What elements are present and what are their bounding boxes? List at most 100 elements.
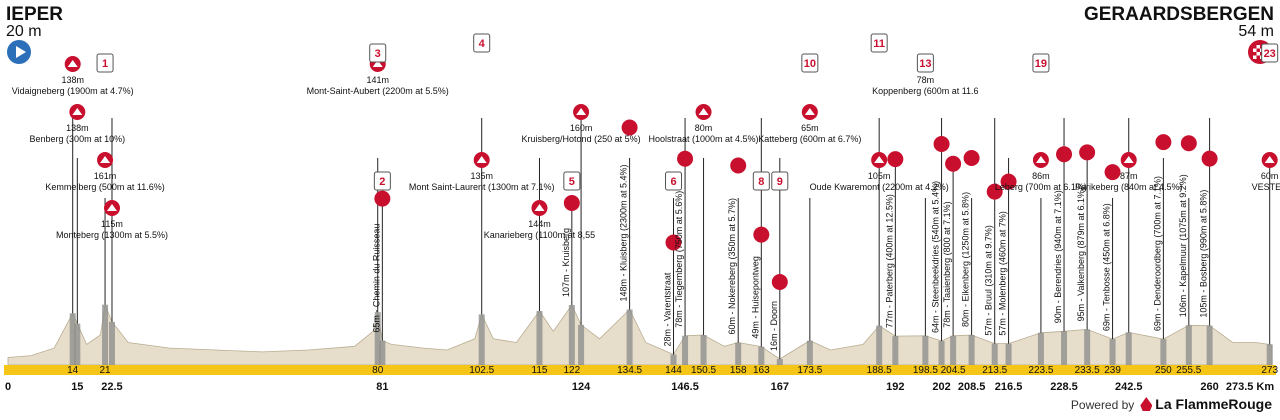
km-tick-top: 14 — [67, 365, 79, 376]
climb-altitude: 115m — [101, 219, 123, 229]
mountain-pin-icon — [986, 183, 1003, 200]
climb-bar — [1061, 331, 1068, 365]
climb-bar — [892, 336, 899, 365]
finish-town-name: GERAARDSBERGEN — [1083, 4, 1274, 25]
finish-altitude: 54 m — [1238, 23, 1274, 40]
km-tick-bottom: 202 — [932, 381, 950, 393]
climb-bar — [700, 335, 707, 365]
km-tick-top: 198.5 — [913, 365, 938, 376]
climb-label-vertical: 28m - Varentstraat — [663, 272, 673, 346]
climb-bar — [1125, 332, 1132, 365]
climb-bar — [374, 312, 381, 365]
mountain-pin-icon — [665, 234, 682, 251]
climb-bar — [568, 305, 575, 365]
km-tick-top: 115 — [532, 365, 548, 376]
km-tick-bottom: 192 — [886, 381, 904, 393]
total-distance-label: 273.5 Km — [1226, 381, 1275, 393]
climb-bar — [806, 340, 813, 365]
climb-bar — [74, 323, 81, 365]
sector-number: 23 — [1264, 48, 1276, 60]
mountain-glyph-icon — [372, 60, 383, 67]
climb-altitude: 86m — [1032, 171, 1050, 181]
climb-label-vertical: 148m - Kluisberg (2300m at 5.4%) — [619, 164, 629, 301]
climb-label: Benberg (300m at 10%) — [30, 134, 126, 144]
climb-label-vertical: 78m - Taaienberg (800 at 7.1%) — [942, 201, 952, 327]
climb-label: Kruisberg/Hotond (250 at 5%) — [522, 134, 641, 144]
climb-bar — [876, 325, 883, 365]
sector-number: 2 — [379, 176, 385, 188]
km-tick-top: 158 — [730, 365, 747, 376]
km-tick-top: 163 — [753, 365, 770, 376]
climb-altitude: 144m — [528, 219, 551, 229]
sector-number: 1 — [102, 58, 108, 70]
climb-label-vertical: 57m - Molenberg (460m at 7%) — [998, 211, 1008, 336]
mountain-glyph-icon — [476, 156, 487, 163]
climb-label-vertical: 90m - Berendries (940m at 7.1%) — [1053, 190, 1063, 323]
climb-label: Mont Saint-Laurent (1300m at 7.1%) — [409, 182, 555, 192]
mountain-glyph-icon — [576, 108, 587, 115]
mountain-pin-icon — [1201, 150, 1218, 167]
climb-altitude: 161m — [94, 171, 117, 181]
sector-number-badge — [369, 43, 387, 63]
climb-label-vertical: 105m - Bosberg (990m at 5.8%) — [1199, 190, 1209, 318]
km-tick-top: 122 — [563, 365, 580, 376]
climb-label-vertical: 78m - Tiegemberg (750m at 5.6%) — [674, 191, 684, 328]
climb-bar — [102, 304, 109, 365]
km-tick-bottom: 228.5 — [1050, 381, 1078, 393]
climb-bar — [776, 359, 783, 365]
sector-number-badge — [916, 53, 934, 73]
sector-number: 6 — [670, 176, 676, 188]
km-tick-top: 239 — [1104, 365, 1121, 376]
mountain-pin-icon — [1104, 164, 1121, 181]
km-tick-top: 223.5 — [1028, 365, 1053, 376]
climb-label-vertical: 49m - Huisepontweg — [750, 256, 760, 339]
mountain-pin-icon — [374, 190, 391, 207]
climb-label: Kanarieberg (1100m at 8,55 — [484, 230, 595, 240]
climb-label: Oude Kwaremont (2200m at 4.2%) — [810, 182, 949, 192]
sector-number: 11 — [873, 38, 885, 50]
climb-label-vertical: 95m - Valkenberg (879m at 6.1%) — [1076, 187, 1086, 321]
climb-label-vertical: 57m - Bruul (310m at 9.7%) — [984, 225, 994, 336]
km-tick-top: 213.5 — [982, 365, 1007, 376]
climb-label: Katteberg (600m at 6.7%) — [758, 134, 861, 144]
climb-label: Parikeberg (840m at 4.5%) — [1075, 182, 1183, 192]
climb-bar — [108, 321, 115, 365]
sector-number-badge — [473, 33, 491, 53]
mountain-pin-icon — [1079, 144, 1096, 161]
climb-label-vertical: 106m - Kapelmuur (1075m at 9.2%) — [1178, 174, 1188, 317]
sector-number-badge — [1032, 53, 1050, 73]
mountain-pin-icon — [1056, 146, 1073, 163]
km-tick-top: 173.5 — [797, 365, 822, 376]
mountain-pin-icon — [1180, 135, 1197, 152]
brand-name: La FlammeRouge — [1155, 396, 1272, 412]
climb-label: Vidaigneberg (1900m at 4.7%) — [12, 86, 134, 96]
climb-altitude: 138m — [66, 123, 89, 133]
climb-bar — [950, 335, 957, 365]
climb-bar — [735, 342, 742, 365]
mountain-glyph-icon — [100, 156, 111, 163]
km-band — [4, 365, 1276, 375]
climb-label: Kemmelberg (500m at 11.6%) — [45, 182, 164, 192]
km-tick-bottom: 22.5 — [101, 381, 122, 393]
climb-altitude: 65m — [801, 123, 819, 133]
km-tick-top: 144 — [665, 365, 682, 376]
climb-bar — [1266, 344, 1273, 365]
km-tick-top: 21 — [99, 365, 111, 376]
sector-number-badge — [563, 171, 581, 191]
mountain-glyph-icon — [1264, 156, 1275, 163]
climb-bar — [1206, 325, 1213, 365]
km-tick-bottom: 146.5 — [671, 381, 699, 393]
km-tick-bottom: 242.5 — [1115, 381, 1143, 393]
sector-number: 13 — [919, 58, 931, 70]
sector-number: 19 — [1035, 58, 1047, 70]
sector-number: 3 — [375, 48, 381, 60]
mountain-pin-icon — [621, 119, 638, 136]
climb-bar — [758, 346, 765, 365]
climb-label-vertical: 107m - Kruisberg — [561, 228, 571, 297]
mountain-glyph-icon — [874, 156, 885, 163]
climb-altitude: 78m — [917, 75, 935, 85]
climb-bar — [938, 341, 945, 365]
sector-number: 5 — [569, 176, 575, 188]
climb-altitude: 160m — [570, 123, 593, 133]
